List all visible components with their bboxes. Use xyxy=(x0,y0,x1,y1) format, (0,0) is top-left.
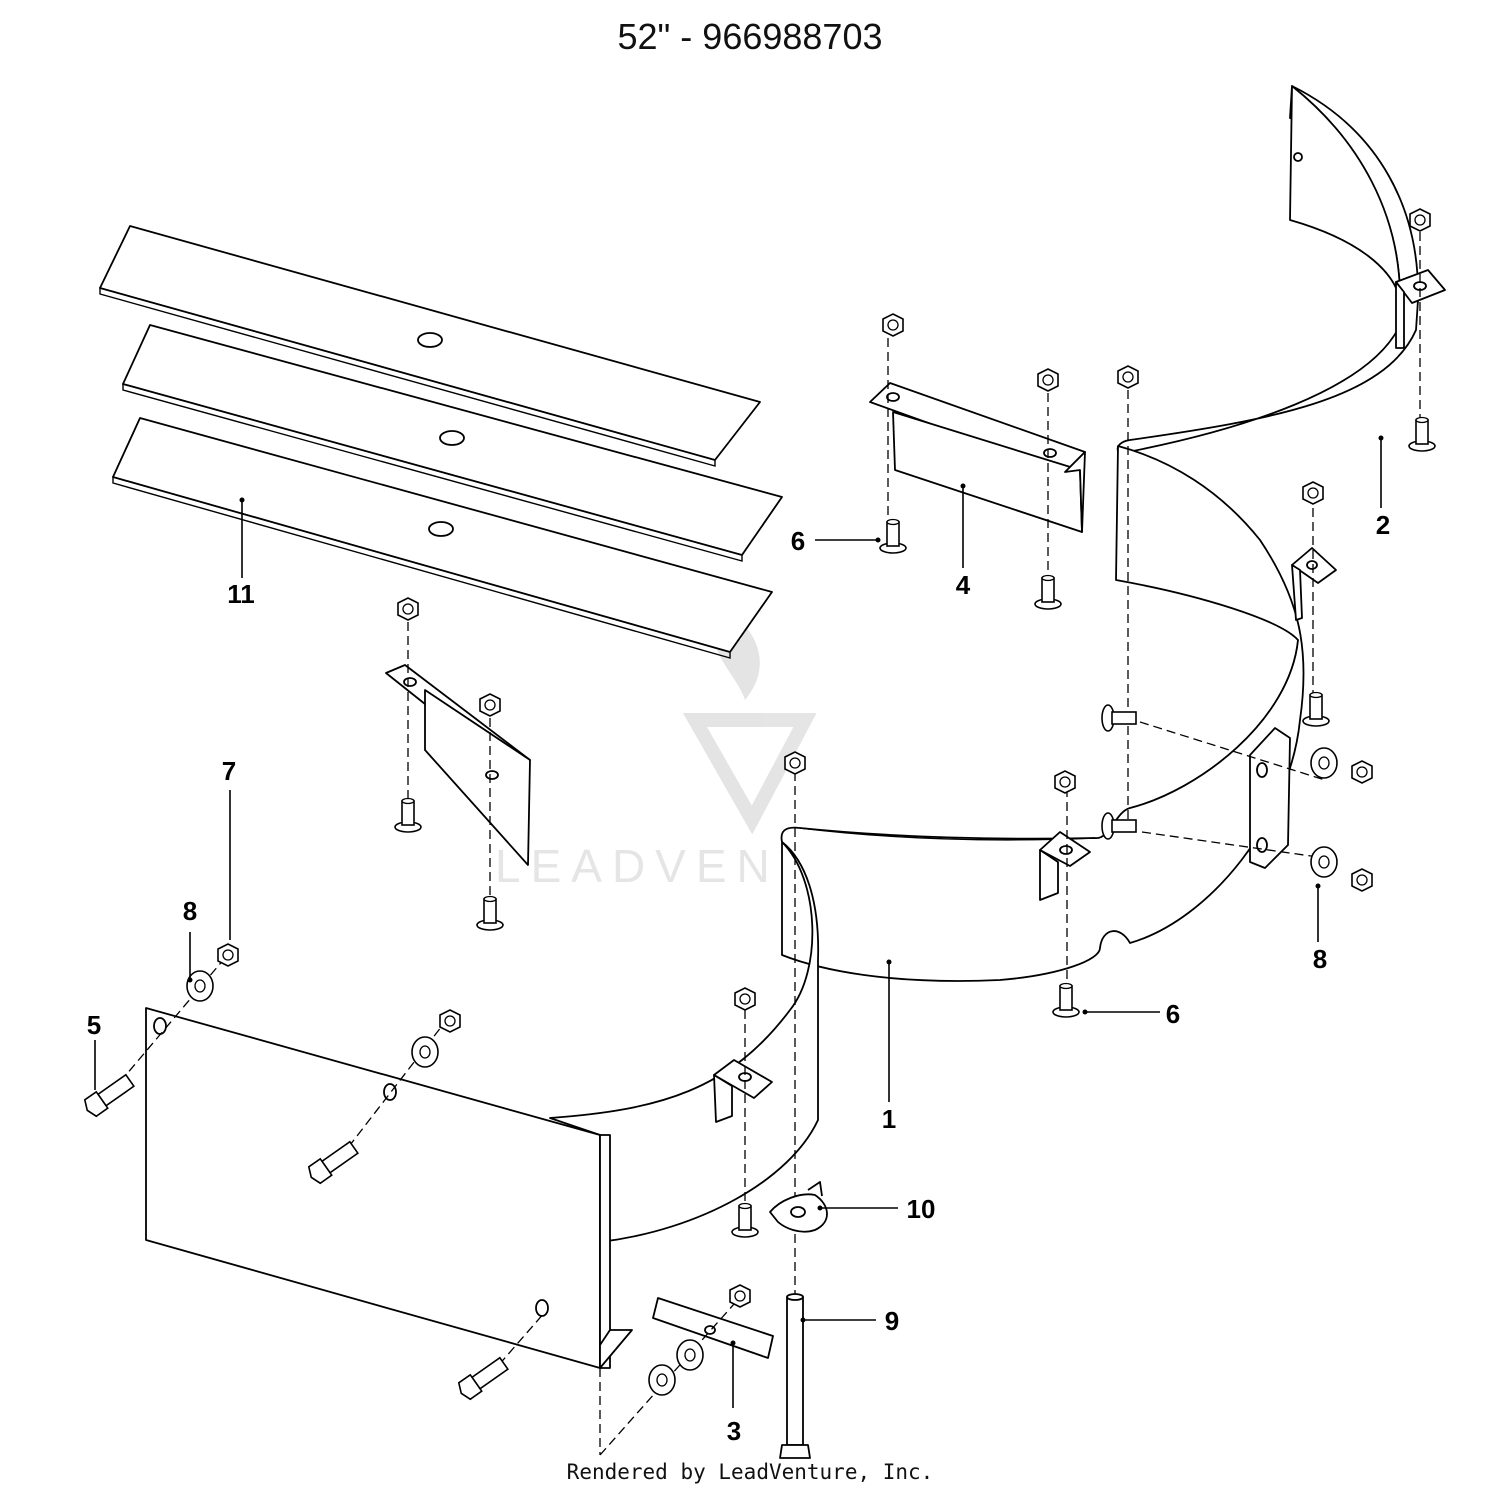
page-title: 52" - 966988703 xyxy=(617,16,883,57)
angle-bracket-left xyxy=(385,664,531,866)
angle-bracket-right xyxy=(869,382,1086,533)
callout-3: 3 xyxy=(727,1416,741,1446)
callout-10: 10 xyxy=(907,1194,936,1224)
rear-right-baffle xyxy=(1116,85,1446,455)
main-baffle xyxy=(780,445,1337,982)
callout-11: 11 xyxy=(227,579,255,609)
callout-5: 5 xyxy=(87,1010,101,1040)
front-left-baffle xyxy=(549,841,820,1243)
callout-8-left: 8 xyxy=(183,896,197,926)
spring-clip xyxy=(769,1181,828,1233)
callout-7: 7 xyxy=(222,756,236,786)
callout-6-lower: 6 xyxy=(1166,999,1180,1029)
callout-labels: 1 2 3 4 5 6 6 7 8 8 9 10 11 xyxy=(87,510,1390,1446)
callout-2: 2 xyxy=(1376,510,1390,540)
footer-credit: Rendered by LeadVenture, Inc. xyxy=(566,1460,934,1484)
blade-stack xyxy=(99,225,783,659)
callout-leaders xyxy=(94,435,1384,1408)
callout-9: 9 xyxy=(885,1306,899,1336)
callout-1: 1 xyxy=(882,1104,896,1134)
front-plate xyxy=(145,1007,633,1369)
callout-8-right: 8 xyxy=(1313,944,1327,974)
callout-6-upper: 6 xyxy=(791,526,805,556)
pivot-rod xyxy=(779,1293,811,1459)
callout-4: 4 xyxy=(956,570,971,600)
